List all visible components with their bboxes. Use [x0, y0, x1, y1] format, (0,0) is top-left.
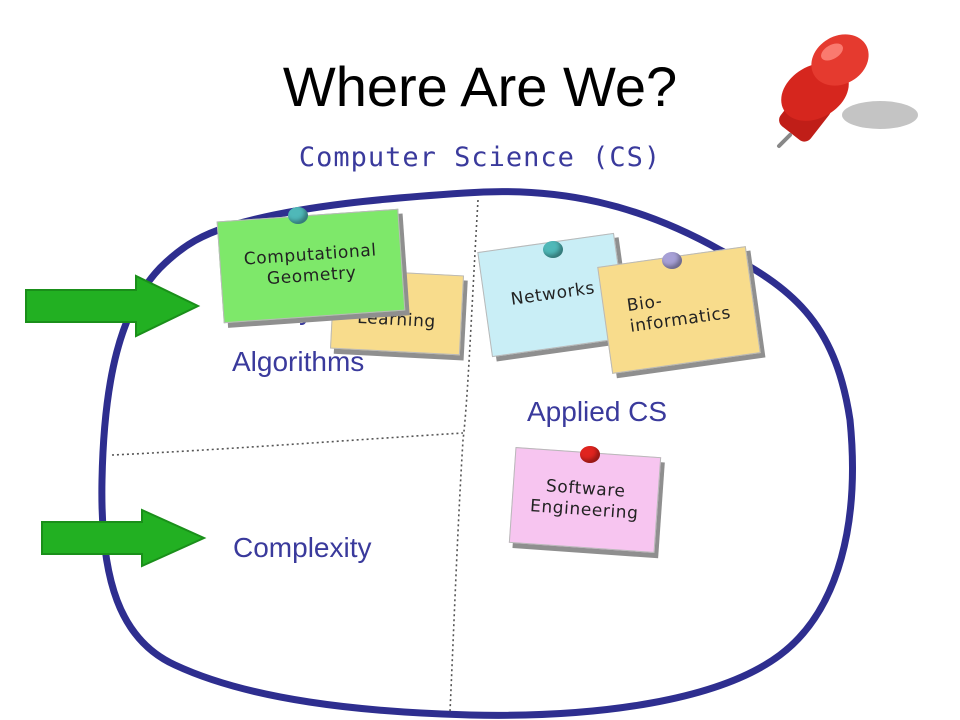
note-software-engineering: Software Engineering	[508, 447, 662, 553]
note-networks-text: Networks	[509, 278, 597, 311]
note-bioinformatics-text: Bio- informatics	[625, 291, 733, 337]
horizontal-divider	[111, 432, 464, 456]
pushpin-icon	[580, 446, 600, 463]
note-computational-geometry: Computational Geometry	[216, 208, 406, 324]
complexity-label: Complexity	[233, 532, 372, 563]
algorithms-label: Algorithms	[232, 346, 365, 377]
pushpin-icon	[777, 34, 918, 148]
arrow-right-icon	[25, 274, 201, 338]
slide-subtitle: Computer Science (CS)	[298, 142, 662, 173]
note-software-engineering-text: Software Engineering	[529, 476, 640, 524]
slide-title: Where Are We?	[282, 55, 678, 118]
pushpin-icon	[288, 207, 308, 224]
arrow-right-icon	[41, 508, 207, 568]
note-computational-geometry-text: Computational Geometry	[243, 240, 378, 290]
pushpin-icon	[543, 241, 563, 258]
pushpin-icon	[662, 252, 682, 269]
cs-region-outline	[98, 188, 856, 719]
vertical-divider	[449, 199, 479, 713]
applied-cs-label: Applied CS	[527, 396, 668, 427]
